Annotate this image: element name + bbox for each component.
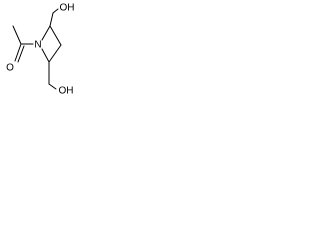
bottom-hydroxyl-label: OH — [59, 86, 74, 97]
ring-bond-n-c2-top — [41, 25, 51, 41]
bond-top-ch2 — [49, 12, 54, 27]
bond-bottom-oh — [48, 83, 57, 90]
molecule-diagram: N O OH OH — [6, 3, 75, 97]
ring-bond-c3-c4-right — [48, 44, 62, 63]
ring-bond-c4-n-bottom — [41, 48, 50, 63]
bond-methyl-carbonyl — [12, 25, 22, 45]
ring-bond-c2-c3-right — [49, 25, 62, 46]
nitrogen-label: N — [34, 40, 41, 51]
bond-carbonyl-oxygen-2 — [17, 45, 25, 63]
top-hydroxyl-label: OH — [60, 3, 75, 14]
bond-top-oh — [52, 8, 59, 14]
bond-carbonyl-oxygen-1 — [14, 43, 22, 62]
carbonyl-oxygen-label: O — [6, 63, 14, 74]
